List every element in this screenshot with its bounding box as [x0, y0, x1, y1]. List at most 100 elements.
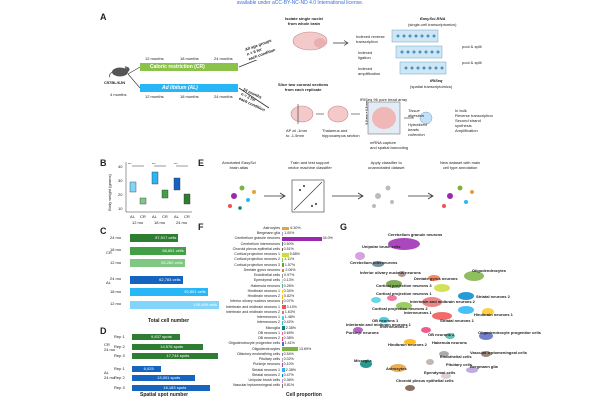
- sig-1: ***: [128, 162, 132, 166]
- d-bar-label: 17,744 spots: [166, 353, 190, 358]
- license-header: available under aCC-BY-NC-ND 4.0 Interna…: [236, 0, 364, 6]
- f-row-name: Microglia: [265, 325, 280, 330]
- c-bar-label: 57,917 cells: [155, 235, 177, 240]
- f-bar: [282, 331, 283, 336]
- step-ligation: Indexed ligation: [358, 50, 373, 60]
- f-row-name: Bergmann glia: [256, 231, 280, 236]
- c-row-age: 12 mo: [110, 301, 122, 306]
- f-row-name: Oligodendrocytes: [252, 346, 280, 351]
- f-bar: [282, 237, 322, 241]
- d-row-rep: Rep 1: [114, 334, 125, 339]
- b-ytick-30: 30: [118, 178, 123, 183]
- d-bar: 9,837 spots: [132, 334, 180, 340]
- f-row-name: Pituitary cells: [258, 357, 280, 362]
- b-group-3: AL: [152, 214, 157, 219]
- f-bar: [282, 315, 284, 320]
- d-bar-label: 16,183 spots: [163, 384, 187, 390]
- panel-g-umap: [353, 238, 494, 391]
- cr-label: Caloric restriction (CR): [150, 64, 205, 70]
- f-bar-value: 0.47%: [283, 372, 294, 377]
- d-row-rep: Rep 2: [114, 343, 125, 349]
- f-bar: [282, 336, 283, 341]
- f-bar-value: 1.48%: [284, 315, 295, 320]
- d-bar-label: 6,025 spots: [143, 365, 154, 377]
- f-bar-value: 0.38%: [283, 336, 294, 341]
- f-bar-value: 0.50%: [283, 241, 294, 246]
- plate-icons: [391, 29, 447, 75]
- f-row-name: Dentate gyrus neurons: [243, 267, 280, 272]
- c-row-age: 24 mo: [110, 276, 122, 281]
- f-bar: [282, 342, 284, 346]
- timepoint-12-al: 12 months: [145, 94, 164, 99]
- iriseq-subtitle: (spatial transcriptomics): [410, 84, 453, 89]
- g-cluster-label: Cortical projection neurons 3: [376, 283, 432, 288]
- f-bar-value: 0.02%: [283, 357, 294, 362]
- timepoint-24: 24 months: [214, 56, 233, 61]
- d-bar: 6,025 spots: [132, 365, 162, 377]
- c-row-age: 18 mo: [110, 247, 122, 252]
- panel-label-e: E: [198, 158, 205, 168]
- f-bar-value: 0.07%: [283, 299, 294, 304]
- sig-3: ***: [174, 162, 178, 166]
- g-cluster-label: Striatal neurons 2: [476, 294, 510, 299]
- c-bar-label: 65,282 cells: [161, 260, 183, 265]
- f-bar-value: 6.30%: [290, 225, 301, 230]
- f-bar: [282, 279, 283, 283]
- c-bar: 65,282 cells: [130, 259, 185, 267]
- g-cluster-label: Oligodendrocytes: [472, 268, 507, 273]
- f-bar: [282, 247, 283, 252]
- f-bar: [282, 242, 283, 247]
- g-cluster-label: Habenula neurons: [432, 340, 467, 345]
- f-row-name: Habenula neurons: [250, 283, 280, 288]
- umap-annotated: [228, 185, 256, 210]
- f-bar-value: 0.97%: [284, 273, 295, 278]
- d-bar: 16,183 spots: [132, 384, 211, 391]
- c-bar: 92,801 cells: [130, 288, 208, 296]
- f-bar-value: 0.26%: [283, 283, 294, 288]
- mrna-text: mRNA capture and spatial barcoding: [370, 140, 409, 150]
- al-condition-bar: Ad libitum (AL): [140, 84, 238, 92]
- b-ytick-10: 10: [118, 206, 123, 211]
- g-cluster-label: OB neurons 1: [372, 318, 399, 323]
- g-cluster-label: Purkinje neurons: [346, 330, 379, 335]
- iriseq-workflow-icons: [290, 101, 433, 135]
- c-bar: 57,917 cells: [130, 234, 179, 242]
- g-cluster-label: Unipolar brush cells: [362, 244, 401, 249]
- b-group-5: AL: [174, 214, 179, 219]
- f-bar-value: 1.00%: [284, 231, 295, 236]
- f-bar-value: 2.06%: [285, 267, 296, 272]
- panel-b-boxplot: [125, 162, 192, 213]
- g-cluster-label: Ependymal cells: [424, 370, 456, 375]
- f-row-name: OB neurons 2: [257, 336, 280, 341]
- g-cluster-label: Inferior olivary nucleus neurons: [360, 270, 421, 275]
- f-bar-value: 1.11%: [284, 257, 295, 262]
- panel-label-b: B: [100, 158, 107, 168]
- c-bar: 62,783 cells: [130, 275, 183, 284]
- panel-label-d: D: [100, 326, 107, 336]
- c-group-cr: CR: [106, 250, 112, 255]
- cr-condition-bar: Caloric restriction (CR): [140, 63, 238, 71]
- f-row-name: Olfactory ensheathing cells: [236, 351, 280, 356]
- step-amplification: Indexed amplification: [358, 66, 381, 76]
- f-bar: [282, 326, 285, 331]
- timepoint-18: 18 months: [180, 56, 199, 61]
- arrow-to-easysci: [333, 40, 349, 46]
- b-ytick-20: 20: [118, 192, 123, 197]
- f-row-name: Cerebellum granule neurons: [234, 236, 280, 241]
- f-row-name: Interbrain and midbrain neurons 1: [226, 304, 280, 309]
- f-row-name: Cortical projection neurons 2: [234, 257, 280, 262]
- f-bar: [282, 263, 284, 268]
- scale-label: 6.8 mm × 6.8 mm: [364, 100, 369, 125]
- f-row-name: Hindbrain neurons 2: [247, 294, 280, 299]
- f-row-name: Interneurons 1: [256, 315, 280, 320]
- d-bar-label: 14,576 spots: [160, 343, 184, 349]
- f-row-name: Vascular leptomeningeal cells: [232, 383, 280, 388]
- c-bar-label: 92,801 cells: [184, 289, 206, 294]
- f-bar: [282, 226, 290, 231]
- e-step-3: Apply classifier to unannotated dataset: [368, 160, 405, 170]
- f-bar: [282, 284, 283, 289]
- f-row-name: Purkinje neurons: [253, 362, 280, 367]
- b-age-24: 24 mo: [176, 220, 188, 225]
- sig-2: ***: [152, 162, 156, 166]
